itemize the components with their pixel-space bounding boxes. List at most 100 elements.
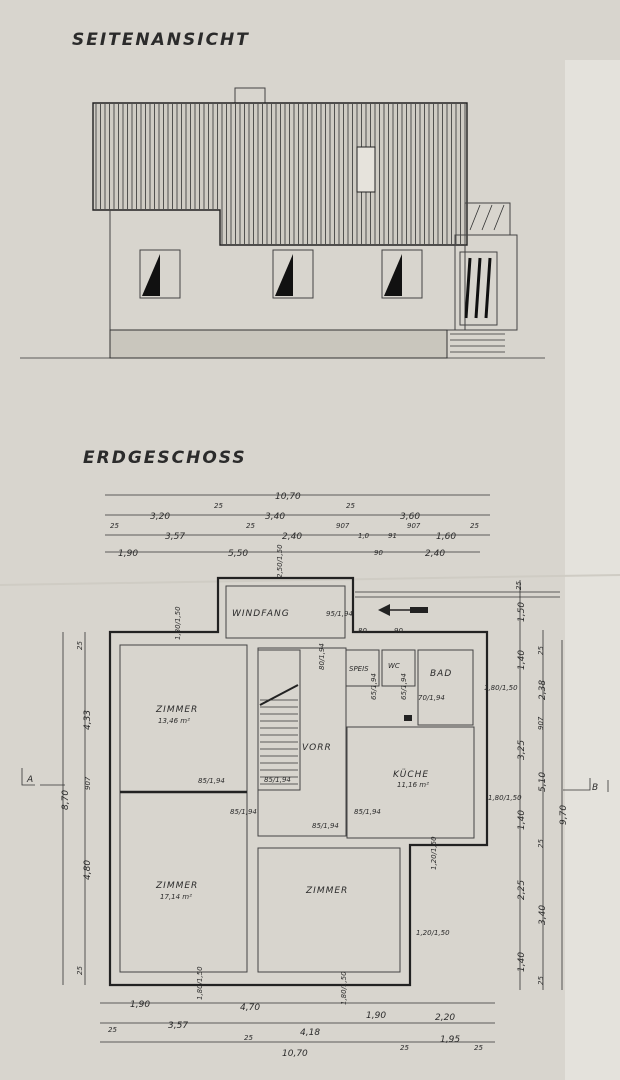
- dim-label: 25: [537, 976, 545, 985]
- dim-label: 8,70: [61, 790, 71, 810]
- dim-label: 3,40: [265, 512, 285, 522]
- dim-label: 1,90: [130, 1000, 150, 1010]
- opening-label: 2,50/1,50: [276, 544, 284, 578]
- room-area: 11,16 m²: [397, 781, 429, 789]
- side-elevation: [20, 87, 545, 359]
- room-windfang: WINDFANG: [232, 609, 290, 619]
- room-zimmer-left: ZIMMER: [155, 881, 198, 891]
- dim-label: 3,57: [165, 532, 185, 542]
- right-dimensions: 25 1,50 1,40 25 2,38 3,25 907 5,10 9,70 …: [515, 580, 609, 990]
- dim-label: 1,40: [517, 810, 527, 830]
- dim-label: 1,0: [358, 532, 370, 540]
- opening-label: 1,80/1,50: [488, 794, 522, 802]
- section-mark-a: A: [26, 775, 34, 785]
- dim-label: 25: [110, 522, 119, 530]
- dim-label: 25: [346, 502, 355, 510]
- dim-label: 1,40: [517, 650, 527, 670]
- opening-labels: 95/1,94 2,50/1,50 80 90 70/1,94 1,80/1,5…: [174, 544, 522, 1005]
- dim-label: 1,50: [517, 602, 527, 622]
- dim-label: 3,40: [538, 905, 548, 925]
- dim-label: 5,50: [228, 549, 248, 559]
- dim-label: 2,40: [282, 532, 302, 542]
- room-bad: BAD: [430, 669, 452, 679]
- dim-label: 25: [246, 522, 255, 530]
- opening-label: 80/1,94: [318, 643, 326, 670]
- room-wc: WC: [388, 662, 400, 670]
- dim-label: 9,70: [559, 805, 569, 825]
- dim-label: 1,60: [436, 532, 456, 542]
- entrance-door: [459, 251, 498, 326]
- plan-title: ERDGESCHOSS: [83, 448, 247, 468]
- dim-label: 90: [374, 549, 383, 557]
- paper-crease: [0, 574, 620, 586]
- opening-label: 1,80/1,50: [340, 971, 348, 1005]
- entrance-arrow: [378, 604, 428, 616]
- dim-label: 25: [76, 966, 84, 975]
- dim-label: 1,95: [440, 1035, 460, 1045]
- room-speis: SPEIS: [349, 665, 369, 673]
- dim-label: 2,38: [538, 680, 548, 700]
- dim-label: 907: [407, 522, 421, 530]
- dim-label: 25: [244, 1034, 253, 1042]
- opening-label: 85/1,94: [230, 808, 257, 816]
- bottom-dimensions: 1,90 4,70 1,90 2,20 25 3,57 25 4,18 25 1…: [100, 1000, 495, 1059]
- room-kueche: KÜCHE: [393, 769, 429, 780]
- opening-label: 85/1,94: [198, 777, 225, 785]
- opening-label: 90: [394, 627, 403, 635]
- opening-label: 1,80/1,50: [196, 966, 204, 1000]
- dim-label: 10,70: [275, 492, 301, 502]
- dim-label: 2,40: [425, 549, 445, 559]
- dim-label: 4,33: [83, 710, 93, 730]
- left-dimensions: 25 4,33 907 8,70 4,80 25 A: [21, 632, 93, 985]
- dim-label: 907: [537, 716, 545, 730]
- dim-label: 25: [537, 839, 545, 848]
- opening-label: 70/1,94: [418, 694, 445, 702]
- room-area: 13,46 m²: [158, 717, 190, 725]
- opening-label: 1,80/1,50: [174, 606, 182, 640]
- dim-label: 3,20: [150, 512, 170, 522]
- section-line-b: [563, 778, 609, 792]
- room-labels: WINDFANG SPEIS WC BAD ZIMMER 13,46 m² VO…: [155, 609, 452, 901]
- dim-label: 907: [84, 776, 92, 790]
- dim-label: 4,18: [300, 1028, 320, 1038]
- dim-label: 5,10: [538, 772, 548, 792]
- room-zimmer-top: ZIMMER: [155, 705, 198, 715]
- dim-label: 25: [474, 1044, 483, 1052]
- dim-label: 25: [108, 1026, 117, 1034]
- section-line-a: [21, 768, 65, 786]
- opening-label: 1,20/1,50: [430, 836, 438, 870]
- dim-label: 2,25: [517, 880, 527, 900]
- section-mark-b: B: [592, 783, 599, 793]
- room-zimmer-bottom: ZIMMER: [305, 886, 348, 896]
- room-area: 17,14 m²: [160, 893, 192, 901]
- roof-tiles-hatching: [95, 104, 466, 244]
- dim-label: 25: [400, 1044, 409, 1052]
- opening-label: 65/1,94: [400, 673, 408, 700]
- dim-label: 25: [214, 502, 223, 510]
- steps: [450, 333, 505, 353]
- opening-label: 85/1,94: [264, 776, 291, 784]
- dim-label: 3,25: [517, 740, 527, 760]
- opening-label: 80: [358, 627, 367, 635]
- dim-label: 25: [537, 646, 545, 655]
- dim-label: 10,70: [282, 1049, 308, 1059]
- dim-label: 3,57: [168, 1021, 188, 1031]
- dim-label: 3,60: [400, 512, 420, 522]
- opening-label: 65/1,94: [370, 673, 378, 700]
- opening-label: 85/1,94: [312, 822, 339, 830]
- windows: [139, 249, 423, 299]
- opening-label: 1,80/1,50: [484, 684, 518, 692]
- roof: [92, 102, 468, 246]
- opening-label: 85/1,94: [354, 808, 381, 816]
- dim-label: 907: [336, 522, 350, 530]
- dim-label: 1,90: [366, 1011, 386, 1021]
- porch-railing: [464, 202, 511, 236]
- elevation-title: SEITENANSICHT: [72, 30, 250, 50]
- dim-label: 4,70: [240, 1003, 260, 1013]
- room-vorr: VORR: [302, 743, 332, 753]
- opening-label: 1,20/1,50: [416, 929, 450, 937]
- paper-fold: [565, 60, 620, 1080]
- dormer-window: [356, 146, 376, 193]
- dim-label: 25: [470, 522, 479, 530]
